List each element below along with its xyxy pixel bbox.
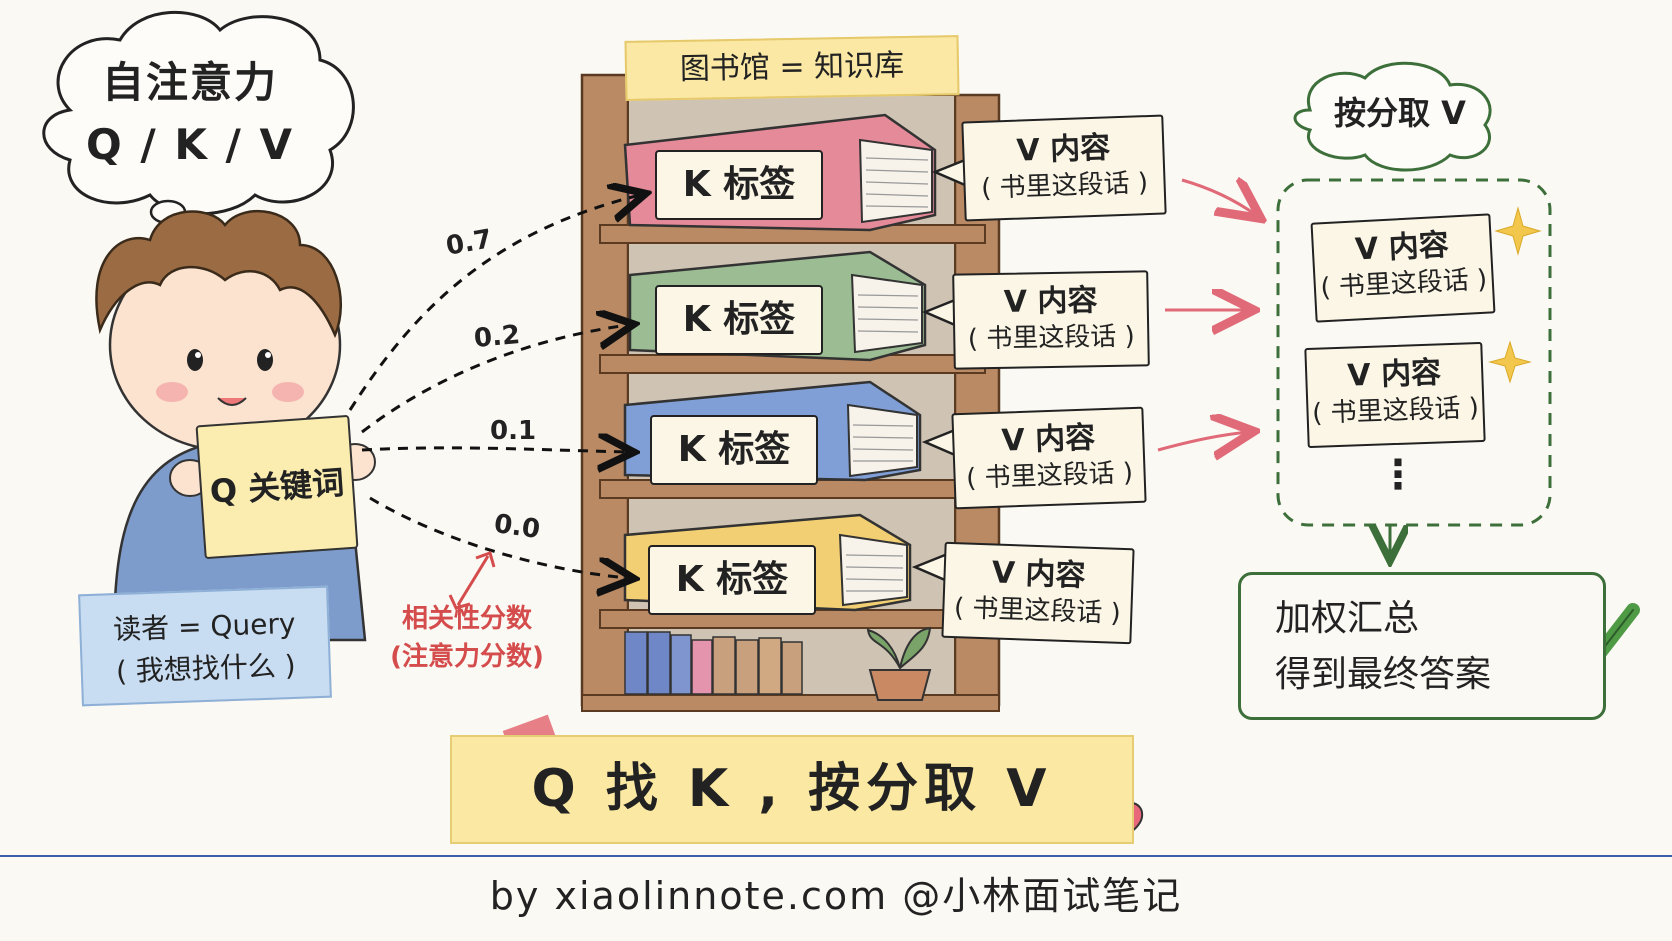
v-subtitle: ( 书里这段话 ) <box>953 593 1122 629</box>
right-cloud <box>1293 61 1492 172</box>
sparkle-icons <box>1488 206 1542 384</box>
v-subtitle: ( 书里这段话 ) <box>1311 393 1480 429</box>
weight-label: 0.1 <box>490 416 537 446</box>
k-label-blue: K 标签 <box>650 415 818 485</box>
attention-arrows <box>348 195 640 578</box>
v-callout-pointers <box>911 158 966 582</box>
v-subtitle: ( 书里这段话 ) <box>967 321 1135 355</box>
v-selection-arrows <box>1157 180 1256 450</box>
relevance-line2: (注意力分数) <box>390 642 544 672</box>
result-box: 加权汇总 得到最终答案 <box>1238 572 1606 720</box>
result-line2: 得到最终答案 <box>1275 654 1492 695</box>
query-paper: Q 关键词 <box>195 414 359 560</box>
selected-v-card: V 内容 ( 书里这段话 ) <box>1310 213 1496 323</box>
v-subtitle: ( 书里这段话 ) <box>980 168 1149 204</box>
weight-label: 0.0 <box>492 508 542 546</box>
reader-label: 读者 = Query ( 我想找什么 ) <box>78 585 332 707</box>
shelf-title: 图书馆 = 知识库 <box>624 35 960 101</box>
thought-line2: Q / K / V <box>86 120 294 169</box>
thought-line1: 自注意力 <box>101 58 278 107</box>
right-cloud-text: 按分取 V <box>1334 94 1466 132</box>
k-label-pink: K 标签 <box>655 150 823 220</box>
v-title: V 内容 <box>1346 355 1442 394</box>
relevance-double-arrow <box>448 551 496 610</box>
v-subtitle: ( 书里这段话 ) <box>965 458 1134 494</box>
v-card-blue: V 内容 ( 书里这段话 ) <box>951 406 1147 510</box>
weight-label: 0.2 <box>472 320 522 354</box>
thought-cloud <box>42 10 355 251</box>
k-label-green: K 标签 <box>655 285 823 355</box>
v-card-yellow: V 内容 ( 书里这段话 ) <box>941 541 1135 645</box>
v-card-green: V 内容 ( 书里这段话 ) <box>952 270 1150 370</box>
footer-credit: by xiaolinnote.com @小林面试笔记 <box>489 874 1183 918</box>
reader-line2: ( 我想找什么 ) <box>115 648 297 689</box>
thought-bubble-text: 自注意力 Q / K / V <box>60 52 320 176</box>
k-label-yellow: K 标签 <box>648 545 816 615</box>
v-title: V 内容 <box>1003 283 1098 320</box>
relevance-line1: 相关性分数 <box>401 604 532 634</box>
relevance-note: 相关性分数 (注意力分数) <box>372 600 562 676</box>
main-banner: Q 找 K , 按分取 V <box>450 735 1134 844</box>
v-card-pink: V 内容 ( 书里这段话 ) <box>961 114 1167 222</box>
result-line1: 加权汇总 <box>1275 598 1420 639</box>
ellipsis-icon: ⋮ <box>1378 452 1418 498</box>
selection-container <box>1276 178 1552 527</box>
selected-v-card: V 内容 ( 书里这段话 ) <box>1304 341 1486 449</box>
